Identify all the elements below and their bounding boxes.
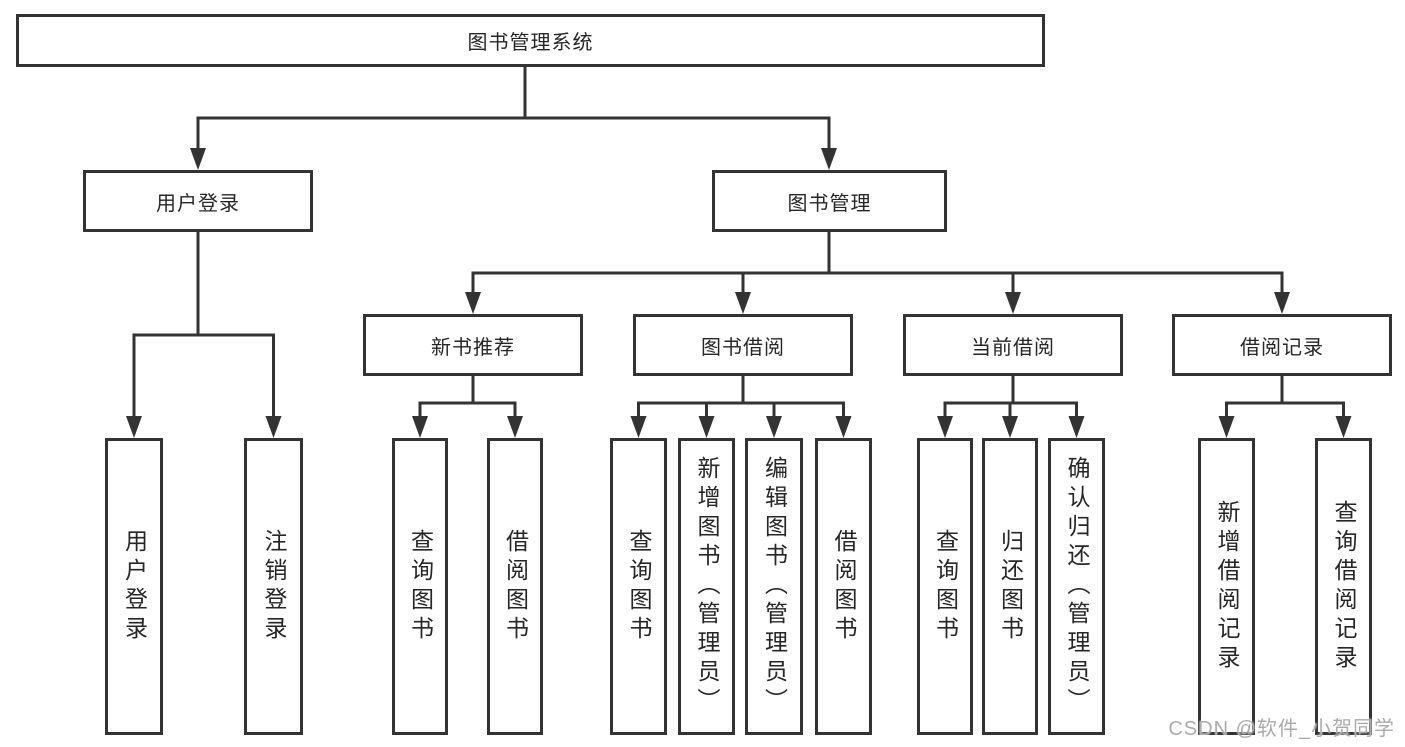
- arrowhead-cat2-leaf2: [698, 416, 715, 438]
- leaf-cat2-borrow-book: 借阅图书: [815, 438, 872, 735]
- leaf-user-login: 用户登录: [105, 438, 163, 735]
- arrowhead-cat1: [465, 292, 481, 314]
- node-book-mgmt-label: 图书管理: [787, 192, 872, 215]
- leaf-logout: 注销登录: [244, 438, 303, 735]
- leaf-cat3-return-book-label: 归还图书: [997, 528, 1024, 645]
- leaf-cat3-query-book: 查询图书: [917, 438, 973, 735]
- arrowhead-cat4: [1274, 292, 1290, 314]
- leaf-cat3-confirm-return-admin: 确认归还（管理员）: [1048, 438, 1105, 735]
- leaf-cat3-confirm-return-admin-label: 确认归还（管理员）: [1064, 456, 1090, 717]
- node-book-mgmt: 图书管理: [712, 170, 947, 232]
- leaf-cat2-query-book: 查询图书: [610, 438, 667, 735]
- arrowhead-cat3-leaf2: [1002, 416, 1018, 438]
- leaf-user-login-label: 用户登录: [121, 528, 148, 645]
- leaf-cat2-query-book-label: 查询图书: [626, 528, 652, 645]
- arrowhead-cat1-leaf1: [412, 416, 428, 438]
- arrowhead-logout-leaf: [265, 416, 282, 438]
- arrowhead-login-leaf: [126, 416, 142, 438]
- arrowhead-cat2: [735, 292, 751, 314]
- arrowhead-book-mgmt: [821, 148, 837, 170]
- arrowhead-cat3-leaf3: [1068, 416, 1085, 438]
- node-user-login: 用户登录: [83, 170, 313, 232]
- node-borrow-record-label: 借阅记录: [1240, 336, 1324, 359]
- leaf-cat2-add-book-admin: 新增图书（管理员）: [678, 438, 735, 735]
- node-new-book-recommend-label: 新书推荐: [431, 336, 515, 359]
- leaf-cat2-edit-book-admin-label: 编辑图书（管理员）: [761, 456, 788, 717]
- leaf-cat4-add-record: 新增借阅记录: [1198, 438, 1255, 735]
- leaf-cat1-borrow-book-label: 借阅图书: [502, 528, 529, 645]
- leaf-cat1-borrow-book: 借阅图书: [487, 438, 543, 735]
- leaf-cat1-query-book: 查询图书: [392, 438, 448, 735]
- node-current-borrow-label: 当前借阅: [971, 336, 1055, 359]
- leaf-cat2-borrow-book-label: 借阅图书: [831, 528, 857, 645]
- leaf-cat1-query-book-label: 查询图书: [407, 528, 434, 645]
- arrowhead-cat2-leaf4: [835, 416, 852, 438]
- leaf-cat2-edit-book-admin: 编辑图书（管理员）: [745, 438, 803, 735]
- node-book-borrow-label: 图书借阅: [701, 336, 785, 359]
- node-user-login-label: 用户登录: [156, 192, 240, 215]
- node-new-book-recommend: 新书推荐: [363, 314, 583, 376]
- arrowhead-cat4-leaf1: [1218, 416, 1235, 438]
- arrowhead-cat1-leaf2: [507, 416, 523, 438]
- node-root: 图书管理系统: [16, 14, 1045, 67]
- arrowhead-cat4-leaf2: [1335, 416, 1352, 438]
- watermark: CSDN @软件_小贺同学: [1168, 718, 1395, 740]
- leaf-cat2-add-book-admin-label: 新增图书（管理员）: [694, 456, 720, 717]
- node-root-label: 图书管理系统: [467, 32, 594, 54]
- arrowhead-cat3-leaf1: [937, 416, 953, 438]
- leaf-cat4-add-record-label: 新增借阅记录: [1214, 499, 1240, 674]
- arrowhead-cat3: [1005, 292, 1021, 314]
- node-current-borrow: 当前借阅: [903, 314, 1123, 376]
- leaf-cat4-query-record-label: 查询借阅记录: [1331, 499, 1357, 674]
- node-borrow-record: 借阅记录: [1172, 314, 1392, 376]
- leaf-cat3-query-book-label: 查询图书: [932, 528, 959, 645]
- arrowhead-cat2-leaf3: [766, 416, 782, 438]
- leaf-cat3-return-book: 归还图书: [982, 438, 1038, 735]
- leaf-cat4-query-record: 查询借阅记录: [1315, 438, 1372, 735]
- arrowhead-user-login: [190, 148, 206, 170]
- node-book-borrow: 图书借阅: [633, 314, 853, 376]
- arrowhead-cat2-leaf1: [630, 416, 647, 438]
- leaf-logout-label: 注销登录: [261, 528, 287, 645]
